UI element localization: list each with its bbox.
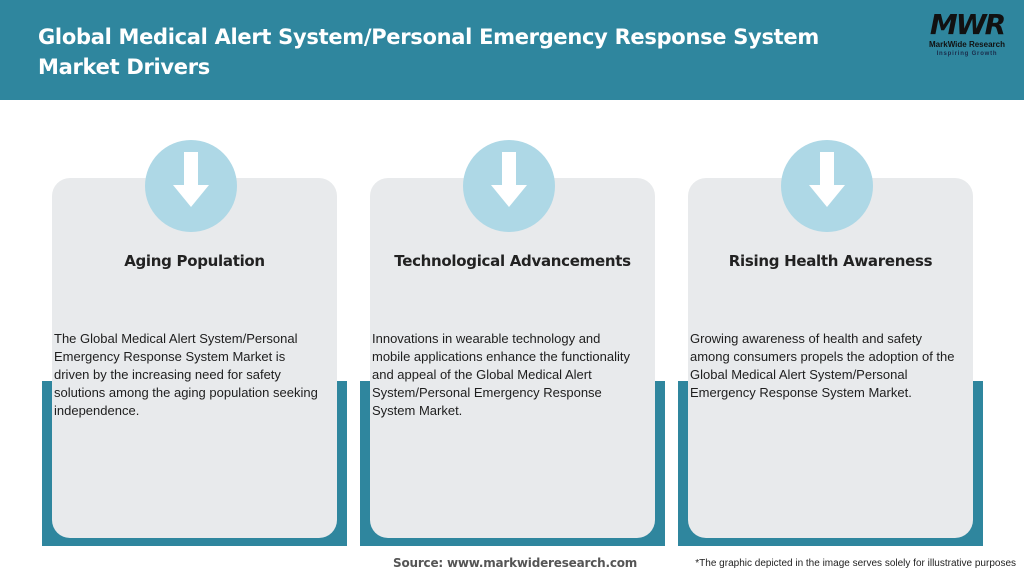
card-description: The Global Medical Alert System/Personal… xyxy=(54,331,318,418)
disclaimer-note: *The graphic depicted in the image serve… xyxy=(695,558,1016,569)
card-title: Aging Population xyxy=(124,252,265,270)
source-link[interactable]: Source: www.markwideresearch.com xyxy=(393,556,638,570)
brand-logo: MWR MarkWide Research Inspiring Growth xyxy=(922,10,1012,60)
driver-card-aging-population: Aging Population The Global Medical Aler… xyxy=(42,140,348,550)
card-description: Innovations in wearable technology and m… xyxy=(372,331,631,418)
card-description: Growing awareness of health and safety a… xyxy=(690,331,955,400)
arrow-down-icon xyxy=(463,140,555,232)
driver-card-rising-health-awareness: Rising Health Awareness Growing awarenes… xyxy=(678,140,984,550)
card-body xyxy=(688,178,973,538)
card-body xyxy=(370,178,655,538)
arrow-down-icon xyxy=(781,140,873,232)
card-title: Rising Health Awareness xyxy=(728,252,933,270)
page-title: Global Medical Alert System/Personal Eme… xyxy=(38,25,819,79)
logo-mark: MWR xyxy=(929,8,1006,41)
arrow-down-icon xyxy=(145,140,237,232)
card-body xyxy=(52,178,337,538)
driver-card-technological-advancements: Technological Advancements Innovations i… xyxy=(360,140,666,550)
logo-tagline: Inspiring Growth xyxy=(936,51,998,57)
header-banner: Global Medical Alert System/Personal Eme… xyxy=(0,0,1024,100)
logo-name: MarkWide Research xyxy=(929,40,1005,49)
card-title: Technological Advancements xyxy=(394,252,631,270)
